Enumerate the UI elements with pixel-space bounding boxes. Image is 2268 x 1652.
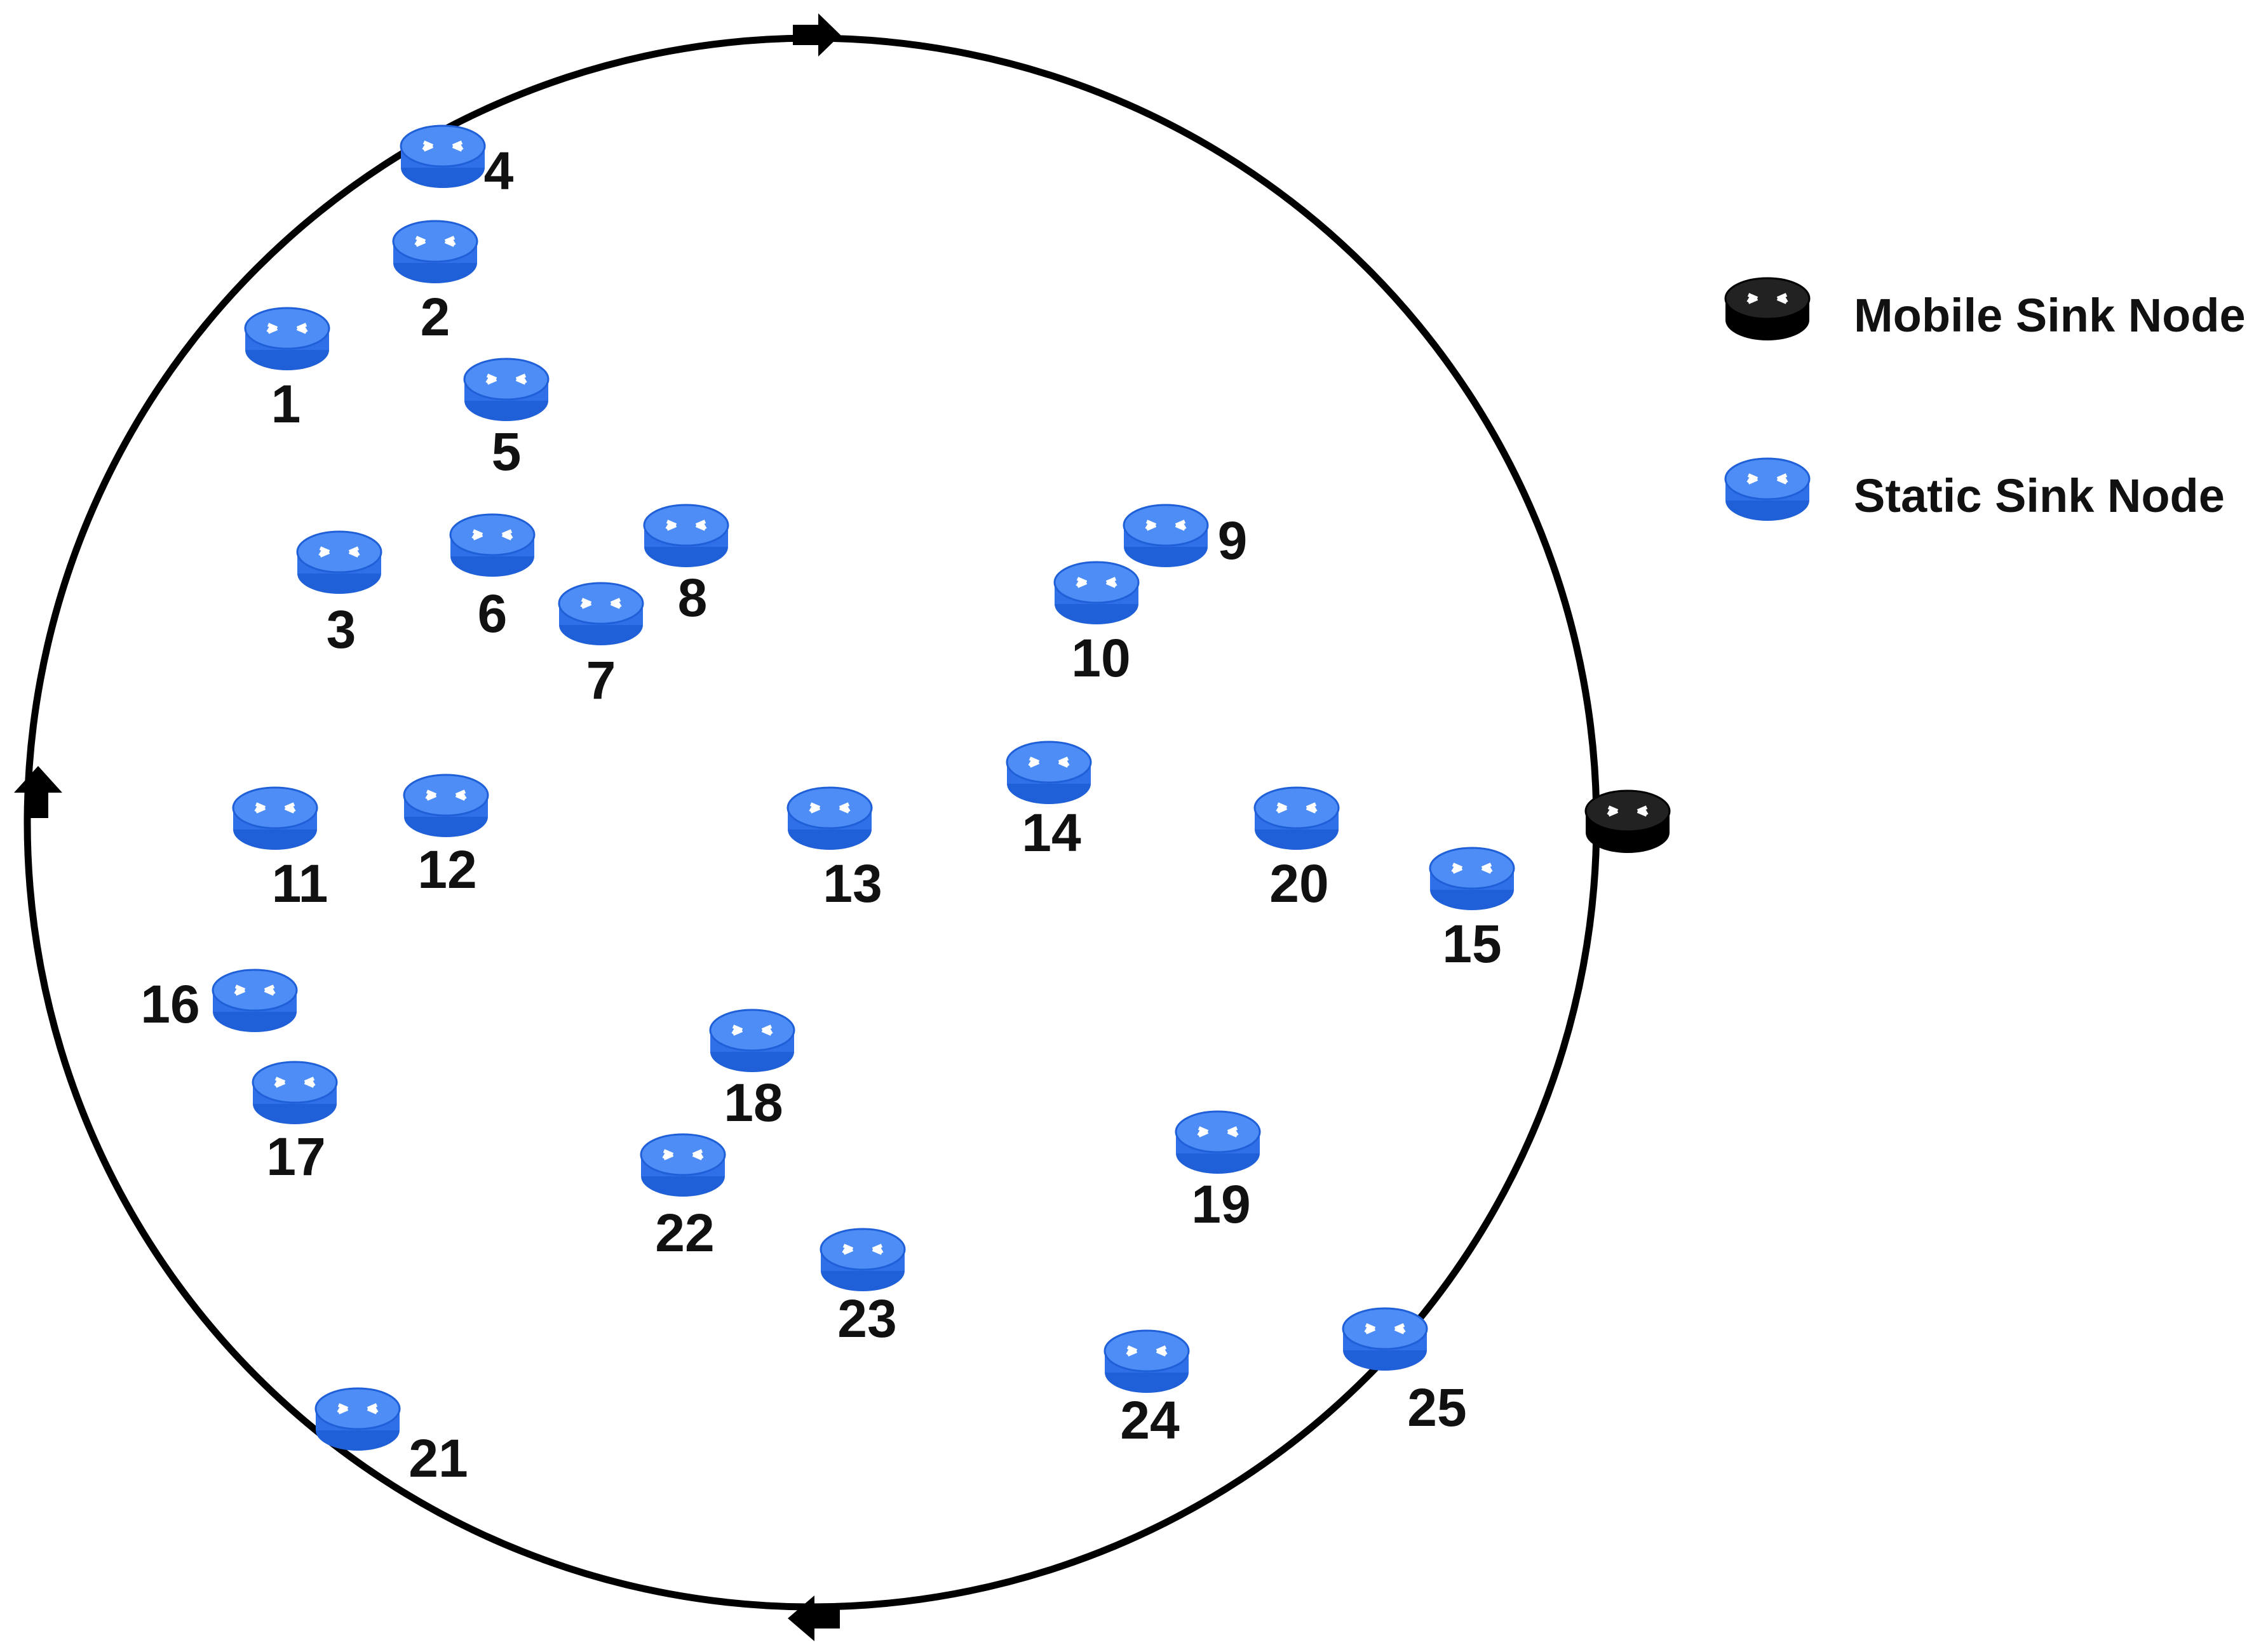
legend: Mobile Sink Node Static Sink Node (1724, 277, 2246, 522)
router-icon-blue (1253, 786, 1340, 850)
router-icon-blue (392, 220, 478, 283)
node-label: 6 (478, 584, 508, 643)
static-sink-node: 12 (403, 774, 489, 899)
static-sink-node: 18 (709, 1009, 795, 1132)
static-sink-node: 11 (232, 786, 328, 913)
arrow-icon-left (14, 766, 62, 818)
router-icon-blue (212, 969, 298, 1032)
static-sink-node: 3 (296, 530, 382, 659)
router-icon-blue (1429, 847, 1515, 910)
node-label: 24 (1120, 1390, 1180, 1450)
static-sink-node: 22 (640, 1133, 726, 1263)
router-icon-blue (786, 786, 873, 850)
static-sink-node: 24 (1104, 1329, 1190, 1450)
router-icon-blue (244, 307, 330, 370)
router-icon-blue (1342, 1307, 1428, 1371)
static-sink-node: 19 (1175, 1110, 1261, 1234)
router-icon-blue (1006, 741, 1092, 804)
router-icon-blue (449, 513, 536, 577)
static-sink-node: 17 (252, 1061, 338, 1186)
router-icon-blue (1123, 504, 1209, 567)
node-label: 3 (327, 600, 356, 659)
node-label: 21 (408, 1428, 468, 1488)
router-icon-blue (820, 1228, 906, 1291)
legend-mobile-label: Mobile Sink Node (1854, 289, 2246, 342)
router-icon-blue (709, 1009, 795, 1072)
static-sink-node: 23 (820, 1228, 906, 1348)
static-sink-node: 10 (1053, 561, 1140, 688)
node-label: 19 (1191, 1174, 1250, 1234)
legend-static-label: Static Sink Node (1854, 469, 2225, 522)
router-icon-blue (643, 504, 729, 567)
arrow-icon-top (793, 13, 840, 57)
node-label: 7 (586, 650, 616, 710)
static-sink-node: 13 (786, 786, 882, 913)
static-sink-node: 20 (1253, 786, 1340, 913)
node-label: 17 (266, 1127, 325, 1186)
router-icon-blue (314, 1387, 401, 1451)
static-sink-node: 25 (1342, 1307, 1467, 1437)
router-icon-blue (1104, 1329, 1190, 1393)
router-icon-blue (252, 1061, 338, 1124)
node-label: 11 (272, 854, 328, 913)
node-label: 9 (1218, 511, 1248, 570)
router-icon-blue (1053, 561, 1140, 624)
node-label: 5 (492, 422, 522, 481)
node-label: 8 (678, 568, 708, 628)
legend-static-icon (1724, 457, 1811, 521)
router-icon-blue (640, 1133, 726, 1197)
node-label: 20 (1269, 854, 1328, 913)
static-sink-node: 16 (140, 969, 298, 1034)
router-icon-blue (558, 582, 644, 645)
router-icon-blue (463, 358, 550, 421)
static-sink-node: 6 (449, 513, 536, 643)
node-label: 23 (837, 1289, 896, 1348)
node-label: 15 (1442, 914, 1501, 974)
node-label: 10 (1071, 628, 1130, 688)
node-label: 13 (823, 854, 882, 913)
node-label: 16 (140, 974, 199, 1034)
node-label: 4 (484, 141, 514, 201)
router-icon-blue (296, 530, 382, 594)
static-sink-node: 2 (392, 220, 478, 347)
static-sink-node: 4 (400, 124, 514, 201)
static-sink-node: 9 (1123, 504, 1248, 570)
static-sink-node: 8 (643, 504, 729, 628)
node-label: 18 (724, 1073, 783, 1132)
node-label: 22 (655, 1203, 714, 1263)
mobile-sink-node (1584, 789, 1671, 853)
router-icon-blue (1175, 1110, 1261, 1174)
static-sink-node: 21 (314, 1387, 468, 1488)
router-icon-blue (403, 774, 489, 837)
static-sink-node: 14 (1006, 741, 1092, 863)
static-sink-node: 1 (244, 307, 330, 434)
router-icon-blue (400, 124, 486, 188)
arrow-icon-bottom (788, 1595, 840, 1641)
node-label: 25 (1407, 1378, 1466, 1437)
node-label: 12 (417, 840, 476, 899)
static-sink-node: 5 (463, 358, 550, 481)
legend-mobile-icon (1724, 277, 1811, 340)
router-icon-blue (232, 786, 318, 850)
node-label: 14 (1022, 803, 1081, 863)
static-sink-node: 7 (558, 582, 644, 710)
node-label: 1 (271, 374, 301, 434)
static-sink-node: 15 (1429, 847, 1515, 974)
node-label: 2 (421, 287, 450, 347)
